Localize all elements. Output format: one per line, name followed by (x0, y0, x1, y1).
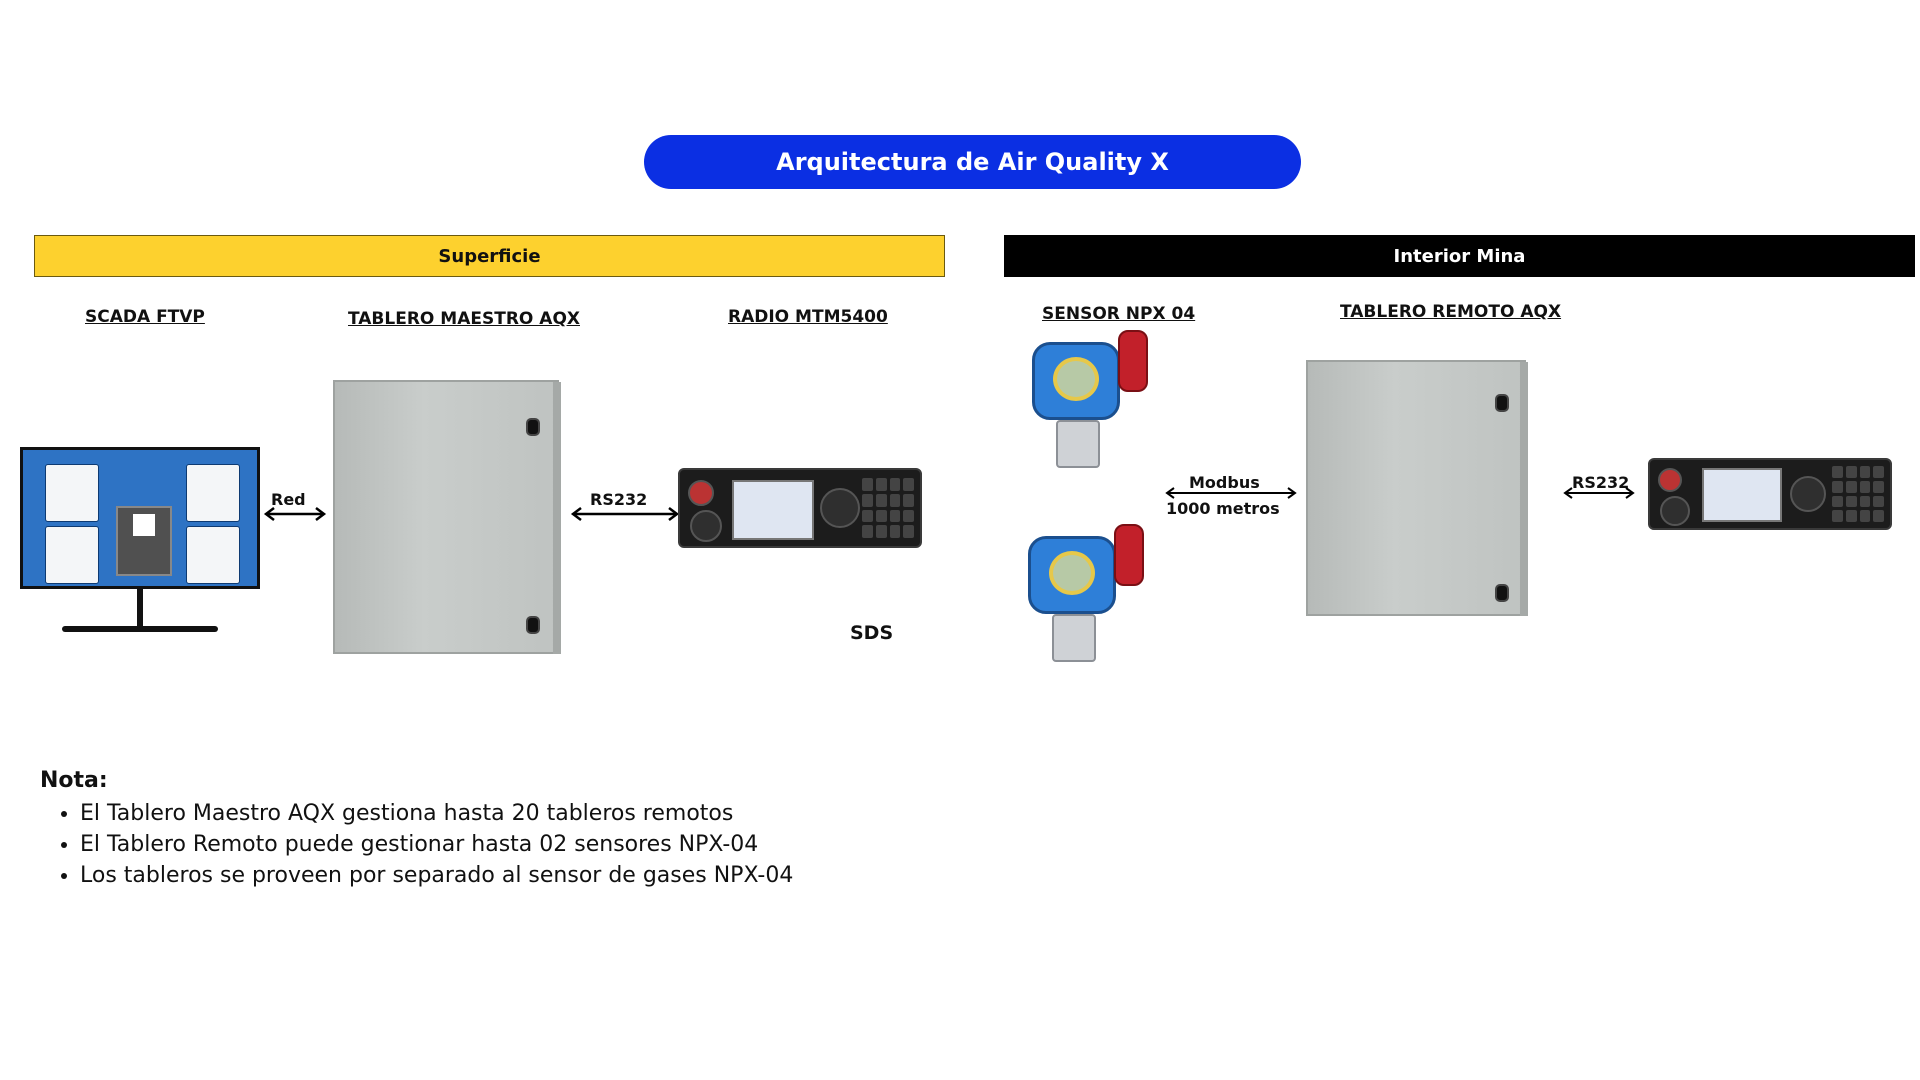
label-tablero-maestro: TABLERO MAESTRO AQX (348, 309, 580, 329)
label-sensor: SENSOR NPX 04 (1042, 304, 1196, 324)
monitor-base (62, 626, 218, 632)
double-arrow-icon (263, 507, 327, 521)
notes-title: Nota: (40, 768, 108, 793)
conn-label-modbus: Modbus (1189, 473, 1260, 492)
label-tablero-remoto: TABLERO REMOTO AQX (1340, 302, 1562, 322)
gas-sensor-icon (1030, 330, 1150, 470)
conn-label-rs232-superficie: RS232 (590, 490, 648, 509)
screen-sensor-tile (45, 526, 99, 584)
cabinet-icon (1306, 360, 1526, 616)
conn-label-sds: SDS (850, 622, 894, 644)
gas-sensor-icon (1026, 524, 1146, 664)
label-scada: SCADA FTVP (85, 307, 205, 327)
label-radio: RADIO MTM5400 (728, 307, 888, 327)
screen-sensor-tile (45, 464, 99, 522)
note-item: Los tableros se proveen por separado al … (80, 860, 793, 891)
conn-label-red: Red (271, 490, 306, 509)
section-superficie: Superficie (34, 235, 945, 277)
diagram-title: Arquitectura de Air Quality X (644, 135, 1301, 189)
cabinet-icon (333, 380, 559, 654)
conn-label-distance: 1000 metros (1166, 499, 1280, 518)
radio-icon (1648, 458, 1892, 530)
screen-sensor-tile (186, 464, 240, 522)
cabinet-side (553, 382, 561, 654)
monitor-icon (20, 447, 260, 589)
notes-list: El Tablero Maestro AQX gestiona hasta 20… (40, 798, 793, 891)
radio-icon (678, 468, 922, 548)
note-item: El Tablero Maestro AQX gestiona hasta 20… (80, 798, 793, 829)
double-arrow-icon (1563, 487, 1635, 499)
screen-cabinet-thumbnail (116, 506, 172, 576)
conn-label-rs232-interior: RS232 (1572, 473, 1630, 492)
monitor-stand (137, 589, 143, 629)
cabinet-side (1520, 362, 1528, 616)
double-arrow-icon (570, 507, 680, 521)
screen-sensor-tile (186, 526, 240, 584)
note-item: El Tablero Remoto puede gestionar hasta … (80, 829, 793, 860)
section-interior-mina: Interior Mina (1004, 235, 1915, 277)
double-arrow-icon (1165, 487, 1297, 499)
